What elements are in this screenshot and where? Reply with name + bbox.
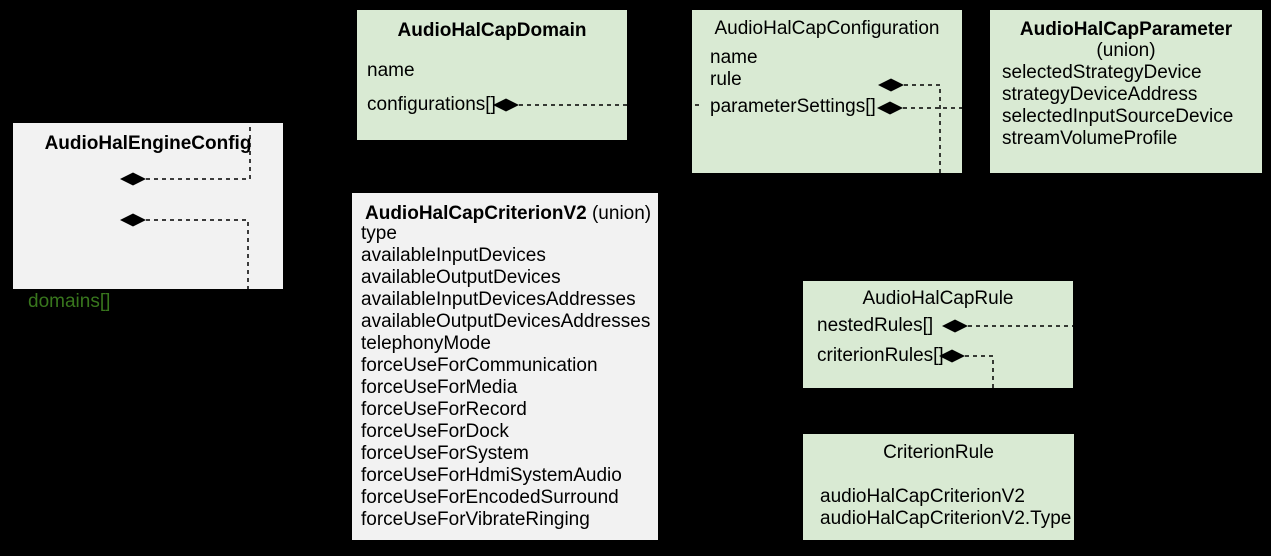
field-configurations: configurations[] — [367, 94, 496, 115]
field-type: type — [361, 223, 397, 244]
field-force-use-for-media: forceUseForMedia — [361, 377, 518, 398]
field-available-input-devices-addresses: availableInputDevicesAddresses — [361, 289, 636, 310]
node-title: AudioHalEngineConfig — [44, 133, 252, 154]
field-force-use-for-vibrate-ringing: forceUseForVibrateRinging — [361, 509, 590, 530]
field-telephony-mode: telephonyMode — [361, 333, 491, 354]
field-strategy-device-address: strategyDeviceAddress — [1002, 84, 1198, 105]
field-force-use-for-record: forceUseForRecord — [361, 399, 527, 420]
node-title-main: AudioHalCapCriterionV2 — [365, 203, 587, 224]
field-name: name — [710, 47, 758, 68]
field-force-use-for-hdmi-system-audio: forceUseForHdmiSystemAudio — [361, 465, 622, 486]
field-force-use-for-dock: forceUseForDock — [361, 421, 509, 442]
field-domains: domains[] — [28, 291, 111, 312]
field-available-output-devices-addresses: availableOutputDevicesAddresses — [361, 311, 651, 332]
field-force-use-for-system: forceUseForSystem — [361, 443, 529, 464]
field-force-use-for-encoded-surround: forceUseForEncodedSurround — [361, 487, 619, 508]
field-parameter-settings: parameterSettings[] — [710, 96, 876, 117]
field-available-output-devices: availableOutputDevices — [361, 267, 561, 288]
field-criterion-rules: criterionRules[] — [817, 345, 944, 366]
node-title: CriterionRule — [883, 442, 994, 463]
node-audiohal-cap-criterion-v2: AudioHalCapCriterionV2 (union) type avai… — [352, 193, 658, 540]
node-criterion-rule: CriterionRule audioHalCapCriterionV2 aud… — [803, 434, 1074, 540]
field-stream-volume-profile: streamVolumeProfile — [1002, 128, 1178, 149]
node-audiohal-cap-parameter: AudioHalCapParameter (union) selectedStr… — [990, 10, 1262, 173]
field-name: name — [367, 60, 415, 81]
node-title: AudioHalCapParameter — [1019, 19, 1233, 40]
node-audiohal-cap-rule: AudioHalCapRule nestedRules[] criterionR… — [803, 281, 1073, 388]
field-criteria-v2: criteriaV2[] — [28, 332, 119, 353]
node-subtitle: (union) — [1096, 40, 1156, 61]
node-title: AudioHalCapCriterionV2 (union) — [365, 203, 651, 225]
node-title: AudioHalCapDomain — [397, 20, 587, 41]
node-title-suffix: (union) — [586, 203, 652, 224]
field-audiohal-cap-criterion-v2: audioHalCapCriterionV2 — [820, 486, 1025, 507]
field-selected-strategy-device: selectedStrategyDevice — [1002, 62, 1202, 83]
field-rule: rule — [710, 69, 742, 90]
field-available-input-devices: availableInputDevices — [361, 245, 546, 266]
node-title: AudioHalCapConfiguration — [714, 18, 940, 39]
node-audiohal-cap-domain: AudioHalCapDomain name configurations[] — [357, 10, 627, 140]
field-force-use-for-communication: forceUseForCommunication — [361, 355, 598, 376]
node-audiohal-engine-config: AudioHalEngineConfig domains[] criteriaV… — [13, 123, 283, 353]
node-title: AudioHalCapRule — [862, 288, 1014, 309]
field-selected-input-source-device: selectedInputSourceDevice — [1002, 106, 1234, 127]
node-audiohal-cap-configuration: AudioHalCapConfiguration name rule param… — [692, 10, 962, 173]
field-nested-rules: nestedRules[] — [817, 315, 934, 336]
field-audiohal-cap-criterion-v2-type: audioHalCapCriterionV2.Type — [820, 508, 1072, 529]
